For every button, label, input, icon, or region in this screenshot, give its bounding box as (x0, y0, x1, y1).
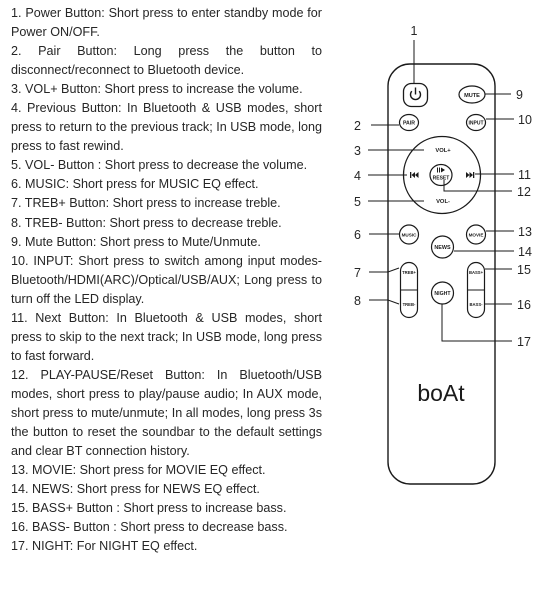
movie-button[interactable]: MOVIE (465, 224, 487, 245)
instruction-bass-up: 15. BASS+ Button : Short press to increa… (11, 501, 287, 516)
callout-numbers: 1 2 3 4 5 6 7 8 9 10 11 12 13 14 15 16 1… (354, 24, 532, 349)
power-button[interactable] (402, 82, 429, 108)
mute-button[interactable]: MUTE (458, 85, 486, 104)
instruction-previous: 4. Previous Button: In Bluetooth & USB m… (11, 101, 322, 154)
callout-6: 6 (354, 228, 361, 242)
news-label: NEWS (434, 245, 451, 251)
callout-4: 4 (354, 169, 361, 183)
callout-1: 1 (411, 24, 418, 38)
instruction-power: 1. Power Button: Short press to enter st… (11, 6, 322, 40)
vol-up-button[interactable]: VOL+ (435, 148, 451, 154)
previous-button[interactable] (410, 172, 419, 178)
treb-down-button[interactable]: TREB- (403, 302, 416, 307)
callout-7: 7 (354, 266, 361, 280)
instruction-pair: 2. Pair Button: Long press the button to… (11, 44, 322, 78)
brand-logo: boAt (417, 380, 465, 406)
power-icon (409, 87, 422, 101)
night-button[interactable]: NIGHT (430, 281, 455, 305)
instruction-news: 14. NEWS: Short press for NEWS EQ effect… (11, 482, 260, 497)
previous-track-icon (410, 172, 419, 178)
callout-17: 17 (517, 335, 531, 349)
callout-15: 15 (517, 263, 531, 277)
callout-2: 2 (354, 119, 361, 133)
callout-13: 13 (518, 225, 532, 239)
instruction-treb-up: 7. TREB+ Button: Short press to increase… (11, 196, 281, 211)
instruction-treb-down: 8. TREB- Button: Short press to decrease… (11, 215, 282, 230)
remote-body (387, 63, 496, 485)
callout-lines (368, 40, 514, 342)
callout-14: 14 (518, 245, 532, 259)
next-button[interactable] (466, 172, 475, 178)
bass-down-button[interactable]: BASS- (469, 302, 483, 307)
instruction-mute: 9. Mute Button: Short press to Mute/Unmu… (11, 234, 261, 249)
play-pause-icon (437, 167, 445, 173)
pair-button[interactable]: PAIR (398, 113, 420, 132)
callout-12: 12 (517, 185, 531, 199)
callout-3: 3 (354, 144, 361, 158)
callout-11: 11 (518, 168, 531, 182)
callout-8: 8 (354, 294, 361, 308)
bass-up-button[interactable]: BASS+ (469, 270, 484, 275)
pair-label: PAIR (403, 121, 415, 127)
night-label: NIGHT (434, 291, 451, 297)
instruction-vol-up: 3. VOL+ Button: Short press to increase … (11, 82, 303, 97)
next-track-icon (466, 172, 475, 178)
instruction-input: 10. INPUT: Short press to switch among i… (11, 253, 322, 306)
input-label: INPUT (469, 121, 484, 127)
treble-rocker: TREB+ TREB- (399, 261, 419, 319)
instruction-next: 11. Next Button: In Bluetooth & USB mode… (11, 310, 322, 363)
reset-label: RESET (433, 176, 450, 182)
callout-10: 10 (518, 113, 532, 127)
instruction-vol-down: 5. VOL- Button : Short press to decrease… (11, 158, 308, 173)
movie-label: MOVIE (469, 233, 484, 238)
callout-5: 5 (354, 195, 361, 209)
bass-rocker: BASS+ BASS- (466, 261, 486, 319)
callout-9: 9 (516, 88, 523, 102)
music-label: MUSIC (402, 233, 417, 238)
instructions-list: 1. Power Button: Short press to enter st… (11, 4, 322, 556)
instruction-bass-down: 16. BASS- Button : Short press to decrea… (11, 520, 288, 535)
play-pause-reset-button[interactable]: RESET (429, 163, 453, 187)
news-button[interactable]: NEWS (430, 235, 455, 259)
input-button[interactable]: INPUT (465, 113, 487, 132)
instruction-night: 17. NIGHT: For NIGHT EQ effect. (11, 539, 198, 554)
mute-label: MUTE (464, 93, 480, 99)
instruction-play-pause-reset: 12. PLAY-PAUSE/Reset Button: In Bluetoot… (11, 367, 322, 459)
instruction-movie: 13. MOVIE: Short press for MOVIE EQ effe… (11, 463, 266, 478)
instruction-music: 6. MUSIC: Short press for MUSIC EQ effec… (11, 177, 259, 192)
callout-16: 16 (517, 298, 531, 312)
treb-up-button[interactable]: TREB+ (402, 270, 416, 275)
vol-down-button[interactable]: VOL- (436, 199, 450, 205)
music-button[interactable]: MUSIC (398, 224, 420, 245)
